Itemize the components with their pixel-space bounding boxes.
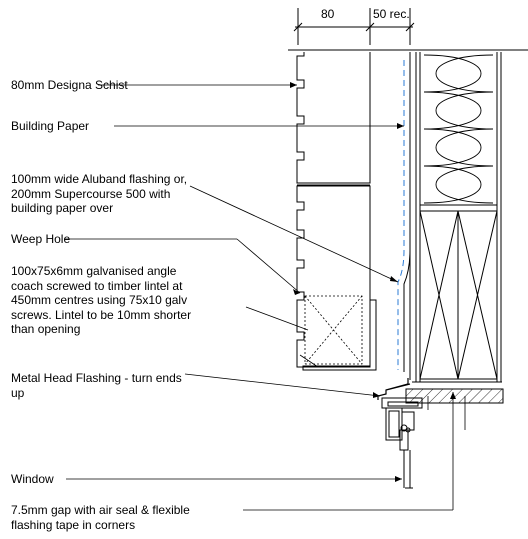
- galvanised-angle: [302, 299, 377, 371]
- steel-lintel-box: [304, 295, 363, 365]
- label-flashing: 100mm wide Aluband flashing or, 200mm Su…: [11, 172, 188, 215]
- leader-lines: [64, 84, 466, 511]
- label-schist: 80mm Designa Schist: [11, 78, 128, 92]
- window-frame: [381, 397, 423, 489]
- timber-lintel: [412, 210, 502, 383]
- dimension-left: 80: [321, 7, 335, 21]
- dimension-line: [293, 8, 415, 45]
- schist-block-lower: [296, 185, 371, 368]
- metal-head-flashing: [377, 378, 411, 400]
- label-head-flashing: Metal Head Flashing - turn ends up: [11, 371, 182, 400]
- label-weep-hole: Weep Hole: [11, 232, 71, 246]
- dimension-right: 50 rec.: [373, 7, 410, 21]
- label-angle: 100x75x6mm galvanised angle coach screwe…: [11, 264, 192, 336]
- building-paper-line: [397, 52, 411, 380]
- leader-arrowheads: [290, 82, 456, 482]
- schist-block-upper: [296, 52, 371, 184]
- label-building-paper: Building Paper: [11, 119, 90, 133]
- label-gap: 7.5mm gap with air seal & flexible flash…: [11, 503, 190, 532]
- insulation-batts: [423, 54, 494, 204]
- label-window: Window: [11, 472, 54, 486]
